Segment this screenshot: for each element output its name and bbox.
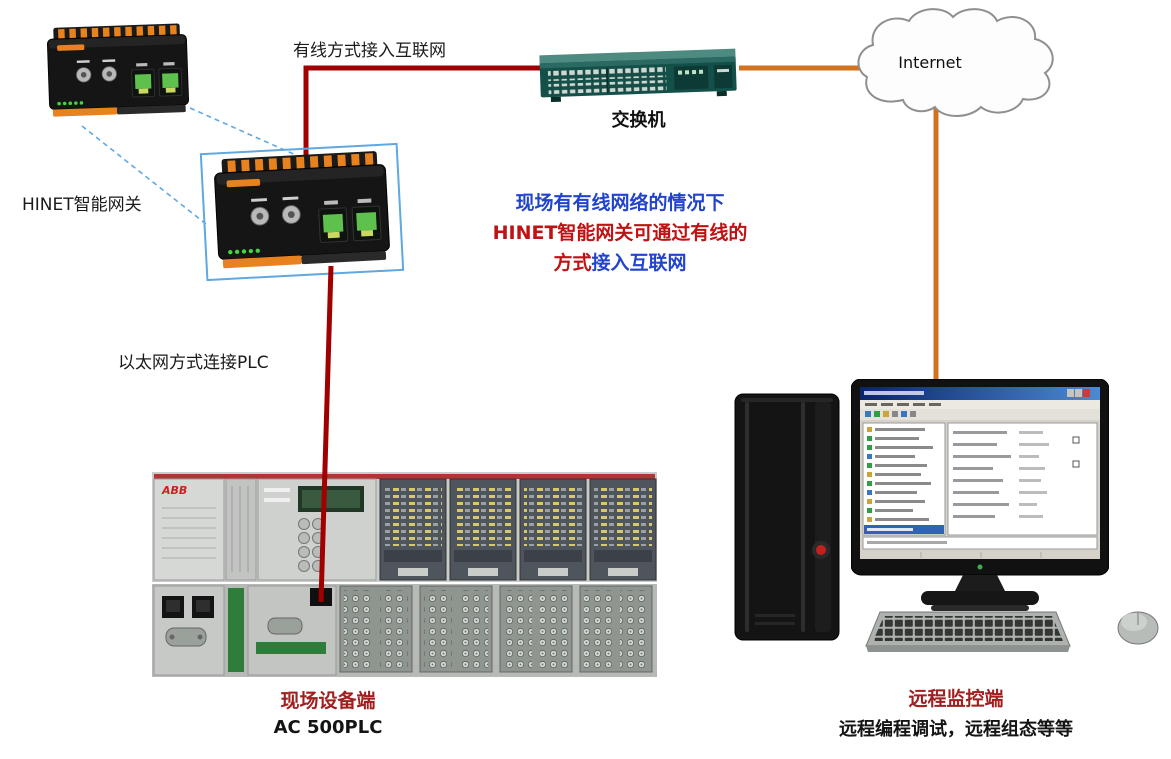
monitor <box>850 378 1110 615</box>
field-title: 现场设备端 <box>280 690 376 712</box>
hinet-gateway-zoomed <box>199 142 405 282</box>
monitor-screen <box>860 387 1100 559</box>
status-bar <box>860 551 1100 559</box>
note-line3-red: 方式 <box>553 252 592 274</box>
plc-screw-terminal-blocks <box>339 585 653 673</box>
mouse <box>1112 604 1164 648</box>
field-caption: 现场设备端 AC 500PLC <box>218 686 438 738</box>
plc-brand-label: ABB <box>161 484 187 497</box>
app-titlebar <box>860 387 1100 400</box>
network-switch <box>536 42 741 104</box>
cloud-shape <box>857 8 1054 117</box>
monitor-stand <box>955 575 1005 591</box>
wired-link-label: 有线方式接入互联网 <box>293 41 446 61</box>
property-panel <box>947 422 1098 536</box>
hinet-gateway-device <box>40 21 195 122</box>
pc-tower <box>733 392 841 642</box>
field-subtitle: AC 500PLC <box>273 717 383 738</box>
plc-cpu-base-module: ABB <box>153 478 225 581</box>
note-line1: 现场有有线网络的情况下 <box>515 192 725 214</box>
note-text: 现场有有线网络的情况下 HINET智能网关可通过有线的 方式接入互联网 <box>440 188 800 278</box>
keyboard <box>864 610 1072 656</box>
gateway-label: HINET智能网关 <box>22 195 142 215</box>
close-icon <box>1083 389 1090 397</box>
plc-cpu-module <box>257 478 377 581</box>
project-tree-panel <box>862 422 946 536</box>
message-pane <box>862 536 1098 550</box>
plc-comm-terminals <box>153 585 244 676</box>
remote-caption: 远程监控端 远程编程调试，远程组态等等 <box>818 684 1094 741</box>
checkbox <box>1072 436 1080 444</box>
switch-label: 交换机 <box>611 110 666 131</box>
app-menubar <box>860 400 1100 409</box>
power-button <box>816 545 826 555</box>
remote-subtitle: 远程编程调试，远程组态等等 <box>839 719 1073 740</box>
app-toolbar <box>860 409 1100 420</box>
plc-ethernet-port <box>310 588 332 606</box>
note-line3-blue: 接入互联网 <box>591 252 687 274</box>
checkbox <box>1072 460 1080 468</box>
plc-cpu-terminal-base <box>247 585 337 676</box>
keyboard-keys <box>873 616 1063 641</box>
note-line2: HINET智能网关可通过有线的 <box>492 222 748 244</box>
plc-link-label: 以太网方式连接PLC <box>118 353 269 373</box>
plc-io-modules <box>379 478 657 581</box>
plc-rack: ABB <box>152 472 657 679</box>
internet-label: Internet <box>898 53 962 72</box>
internet-cloud: Internet <box>850 4 1065 126</box>
remote-title: 远程监控端 <box>908 688 1004 710</box>
